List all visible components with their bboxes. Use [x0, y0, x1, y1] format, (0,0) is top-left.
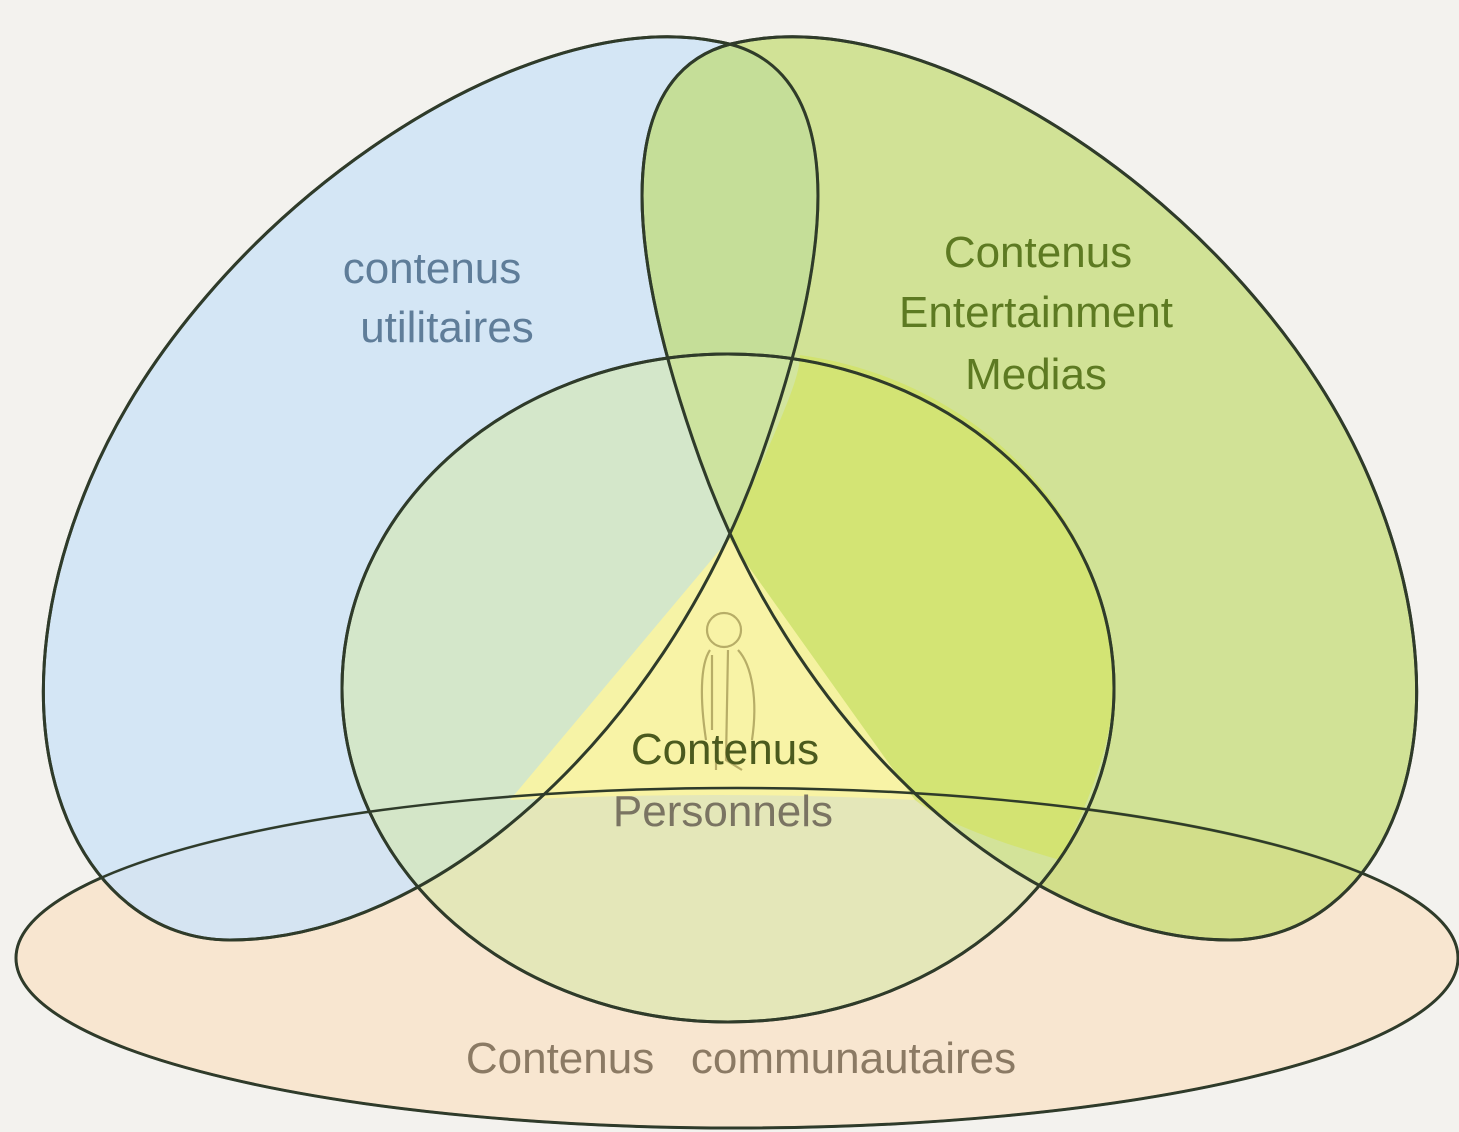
- personnels-label-line1: Contenus: [631, 725, 819, 774]
- utilitaires-label-line1: contenus: [343, 244, 522, 293]
- entertainment-label-line2: Entertainment: [899, 288, 1173, 337]
- utilitaires-label-line2: utilitaires: [360, 303, 534, 352]
- entertainment-label-line3: Medias: [965, 350, 1107, 399]
- entertainment-label-line1: Contenus: [944, 228, 1132, 277]
- personnels-label-line2: Personnels: [613, 787, 833, 836]
- person-icon: [700, 611, 756, 771]
- communautaires-label: Contenus communautaires: [466, 1034, 1016, 1083]
- right-lens-highlight: [729, 355, 1114, 860]
